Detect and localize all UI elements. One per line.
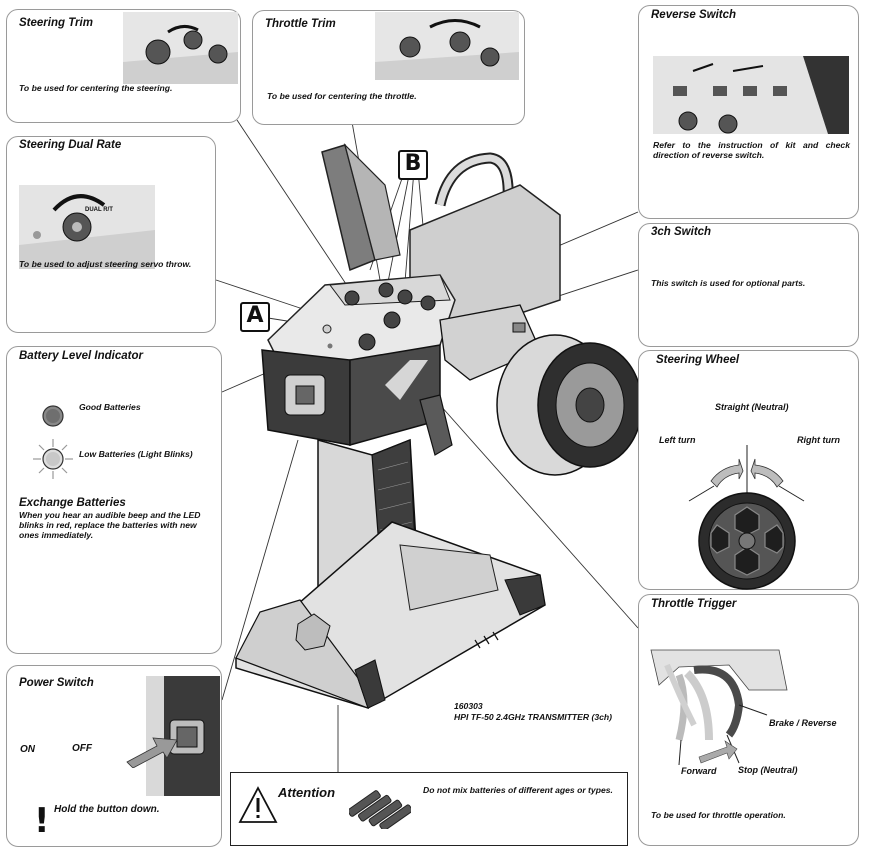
left-turn-label: Left turn	[659, 435, 696, 445]
throttle-trim-title: Throttle Trim	[265, 18, 336, 30]
right-turn-label: Right turn	[797, 435, 840, 445]
throttle-trim-desc: To be used for centering the throttle.	[267, 91, 417, 101]
throttle-trigger-title: Throttle Trigger	[651, 598, 737, 610]
attention-box: Attention Do not mix batteries of differ…	[230, 772, 628, 846]
throttle-trigger-diagram	[650, 649, 788, 766]
power-switch-title: Power Switch	[19, 677, 94, 689]
steering-wheel-diagram	[688, 445, 805, 590]
3ch-switch-title: 3ch Switch	[651, 226, 712, 238]
steering-wheel-panel: Steering Wheel Straight (Neutral) Left t…	[638, 350, 859, 590]
power-hold-note: Hold the button down.	[54, 804, 160, 815]
3ch-switch-panel: 3ch Switch This switch is used for optio…	[638, 223, 859, 347]
steering-dual-rate-panel: Steering Dual Rate DUAL R/T To be used t…	[6, 136, 216, 333]
straight-label: Straight (Neutral)	[715, 402, 789, 412]
steering-trim-title: Steering Trim	[19, 17, 93, 29]
dual-rate-thumb: DUAL R/T	[19, 185, 155, 269]
power-switch-panel: Power Switch ON OFF ! Hold the button do…	[6, 665, 222, 847]
reverse-switch-panel: Reverse Switch Refer to the instruction …	[638, 5, 859, 219]
battery-indicator-panel: Battery Level Indicator Good Batteries L…	[6, 346, 222, 654]
throttle-trim-panel: Throttle Trim To be used for centering t…	[252, 10, 525, 125]
callout-a: A	[240, 302, 270, 332]
reverse-switch-desc: Refer to the instruction of kit and chec…	[653, 140, 850, 160]
steering-trim-desc: To be used for centering the steering.	[19, 83, 173, 93]
3ch-switch-desc: This switch is used for optional parts.	[651, 278, 806, 288]
battery-low-label: Low Batteries (Light Blinks)	[79, 449, 193, 459]
power-switch-thumb	[146, 676, 220, 796]
steering-trim-panel: Steering Trim To be used for centering t…	[6, 9, 241, 123]
steering-dual-rate-desc: To be used to adjust steering servo thro…	[19, 259, 192, 269]
reverse-switch-thumb	[653, 56, 849, 134]
brake-reverse-label: Brake / Reverse	[769, 718, 837, 728]
battery-indicator-title: Battery Level Indicator	[19, 350, 143, 362]
caption-model: HPI TF-50 2.4GHz TRANSMITTER (3ch)	[454, 712, 613, 722]
batteries-icon	[349, 790, 411, 829]
attention-text: Do not mix batteries of different ages o…	[423, 785, 613, 795]
dual-rate-thumb-label: DUAL R/T	[85, 207, 113, 213]
warning-triangle-icon	[238, 786, 278, 823]
press-arrow-icon	[126, 737, 178, 768]
forward-label: Forward	[681, 766, 717, 776]
exclamation-icon: !	[34, 801, 50, 841]
steering-wheel-title: Steering Wheel	[656, 354, 740, 366]
throttle-trim-thumb	[375, 12, 519, 80]
exchange-batteries-title: Exchange Batteries	[19, 497, 126, 509]
exchange-batteries-desc: When you hear an audible beep and the LE…	[19, 510, 201, 540]
led-blinking-icon	[33, 439, 73, 479]
caption-code: 160303	[454, 701, 483, 711]
callout-b: B	[398, 150, 428, 180]
steering-trim-thumb	[123, 12, 238, 84]
attention-title: Attention	[278, 785, 336, 800]
throttle-trigger-desc: To be used for throttle operation.	[651, 810, 786, 820]
throttle-trigger-panel: Throttle Trigger Brake / Reverse Stop (N…	[638, 594, 859, 846]
power-on-label: ON	[20, 744, 35, 755]
led-good-icon	[42, 405, 64, 427]
reverse-switch-title: Reverse Switch	[651, 9, 737, 21]
battery-good-label: Good Batteries	[79, 402, 141, 412]
steering-dual-rate-title: Steering Dual Rate	[19, 139, 122, 151]
power-off-label: OFF	[72, 743, 92, 754]
stop-neutral-label: Stop (Neutral)	[738, 765, 798, 775]
